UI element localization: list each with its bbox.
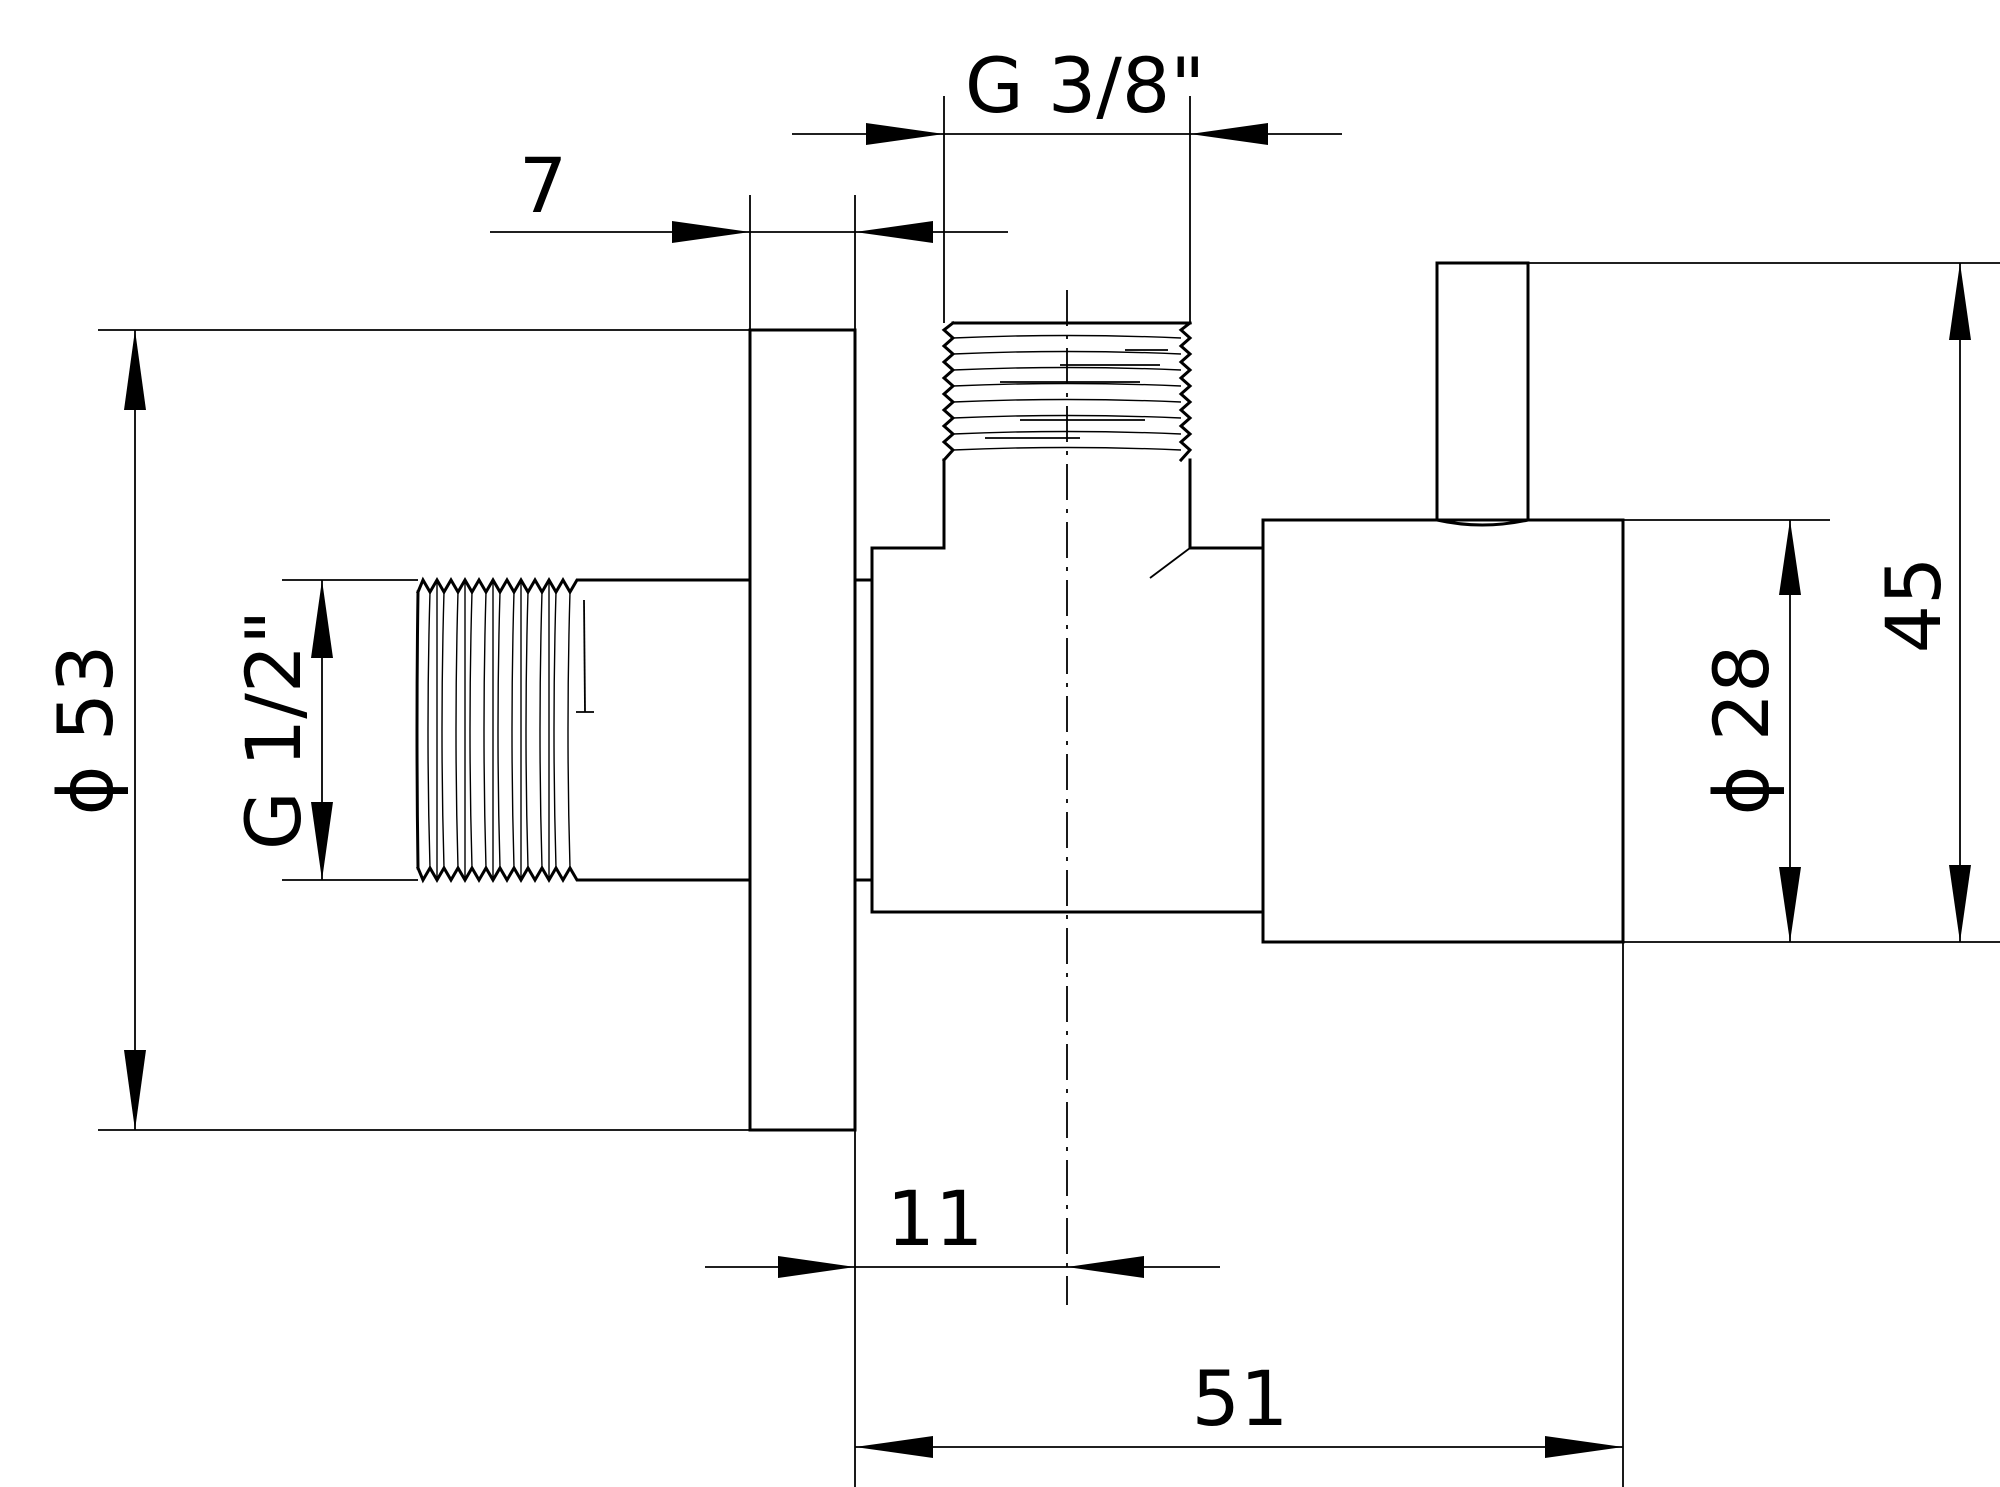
outlet-offset-label: 11 [887, 1174, 984, 1263]
wall-flange [748, 328, 857, 1132]
flange-thickness-label: 7 [519, 141, 567, 230]
dim-body-height: 45 [1528, 262, 2000, 943]
dim-overall-length: 51 [855, 942, 1624, 1487]
cap-diameter-label: ϕ 28 [1697, 645, 1786, 816]
body-height-label: 45 [1869, 557, 1958, 654]
dim-flange-thickness: 7 [490, 141, 1008, 330]
overall-length-label: 51 [1192, 1354, 1289, 1443]
dim-cap-diameter: ϕ 28 [1623, 519, 1830, 942]
flange-diameter-label: ϕ 53 [41, 645, 130, 816]
dim-outlet-offset: 11 [705, 1130, 1220, 1487]
inlet-thread [415, 576, 752, 884]
valve-cap [1261, 261, 1625, 944]
inlet-thread-label: G 1/2" [229, 610, 318, 850]
outlet-thread [941, 320, 1193, 463]
dim-outlet-thread: G 3/8" [792, 41, 1342, 323]
outlet-thread-label: G 3/8" [965, 41, 1205, 130]
valve-body [853, 458, 1265, 914]
dim-flange-diameter: ϕ 53 [41, 329, 750, 1131]
dim-inlet-thread: G 1/2" [229, 579, 418, 881]
